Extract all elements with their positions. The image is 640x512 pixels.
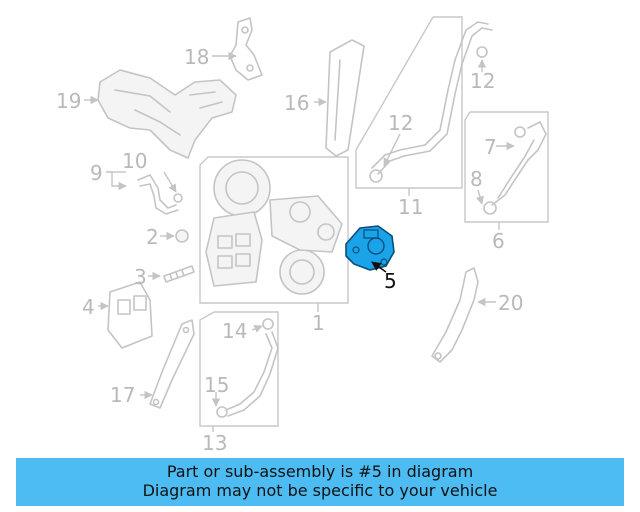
part-4-gasket [107,281,153,349]
label-20: 20 [498,291,523,315]
part-14-line [216,318,279,418]
label-4: 4 [82,295,95,319]
part-20-bracket [431,267,479,363]
label-10: 10 [122,149,147,173]
group-box-13 [199,311,279,427]
label-5: 5 [384,269,397,293]
part-19-heat-shield [97,69,237,159]
part-18-bracket [229,17,263,81]
part-5-body[interactable] [345,225,395,271]
label-19: 19 [56,89,81,113]
label-18: 18 [184,45,209,69]
label-17: 17 [110,383,135,407]
banner-line-1: Part or sub-assembly is #5 in diagram [166,462,474,481]
label-15: 15 [204,373,229,397]
group-box-6 [464,111,549,223]
part-11-pipe [369,21,493,183]
part-1-turbocharger [205,159,343,295]
label-1: 1 [312,311,325,335]
part-2-nut [175,229,189,243]
part-5-highlighted[interactable] [345,225,395,271]
part-6-line [483,121,547,215]
banner-line-2: Diagram may not be specific to your vehi… [142,481,498,500]
label-14: 14 [222,319,247,343]
info-banner: Part or sub-assembly is #5 in diagram Di… [16,458,624,506]
label-6: 6 [492,229,505,253]
label-3: 3 [134,265,147,289]
label-8: 8 [470,167,483,191]
label-12-mid: 12 [388,111,413,135]
group-box-1 [199,156,349,304]
label-12-top: 12 [470,69,495,93]
part-10-hose [137,174,183,215]
parts-diagram: 18 19 16 12 12 11 7 8 6 9 10 2 3 4 17 14… [56,16,549,455]
label-11: 11 [398,195,423,219]
label-2: 2 [146,225,159,249]
label-9: 9 [90,161,103,185]
label-16: 16 [284,91,309,115]
part-16-gasket [325,39,365,157]
label-13: 13 [202,431,227,455]
label-7: 7 [484,135,497,159]
part-17-bracket [149,319,195,409]
part-3-stud [163,265,195,283]
